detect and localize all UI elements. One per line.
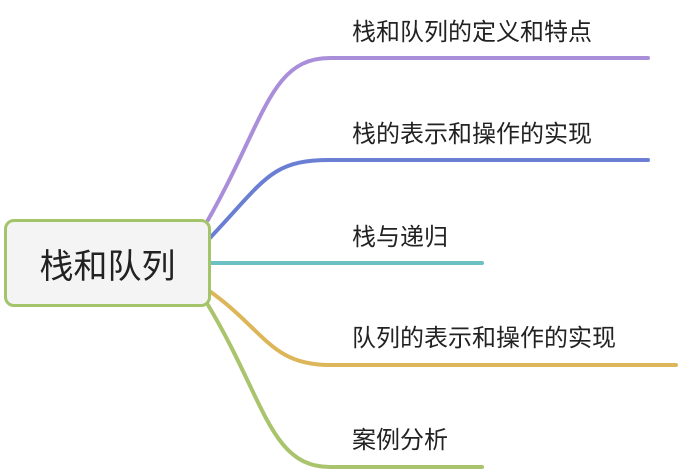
branch-node-4[interactable]: 队列的表示和操作的实现 — [352, 323, 616, 353]
root-node-label: 栈和队列 — [39, 246, 176, 287]
root-node[interactable]: 栈和队列 — [4, 219, 211, 307]
branch-node-2[interactable]: 栈的表示和操作的实现 — [352, 119, 592, 149]
branch-node-5-label: 案例分析 — [352, 426, 448, 454]
branch-node-3-label: 栈与递归 — [352, 223, 448, 251]
branch-node-5[interactable]: 案例分析 — [352, 425, 448, 455]
branch-node-4-label: 队列的表示和操作的实现 — [352, 324, 616, 352]
branch-node-1-label: 栈和队列的定义和特点 — [352, 18, 592, 46]
connector-branch-2 — [206, 158, 650, 242]
branch-node-2-label: 栈的表示和操作的实现 — [352, 120, 592, 148]
connector-branch-1 — [206, 56, 650, 222]
connector-branch-4 — [206, 288, 678, 367]
connector-branch-5 — [206, 303, 484, 469]
branch-node-3[interactable]: 栈与递归 — [352, 222, 448, 252]
branch-node-1[interactable]: 栈和队列的定义和特点 — [352, 17, 592, 47]
